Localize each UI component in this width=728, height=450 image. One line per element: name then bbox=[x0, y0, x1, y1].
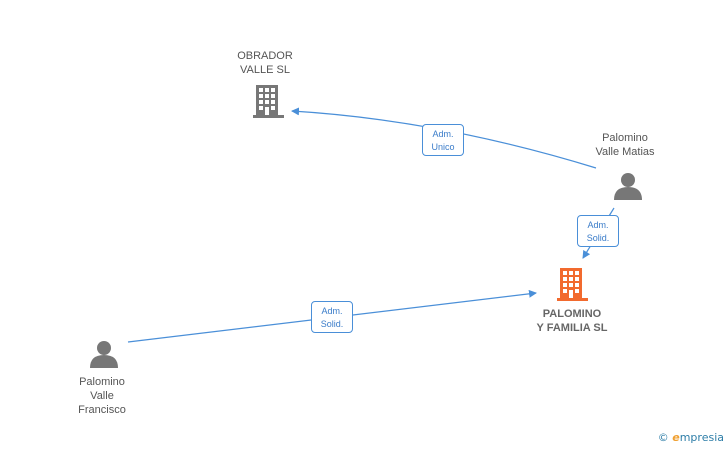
label-line: PALOMINO bbox=[542, 308, 602, 320]
person-label-palomino-valle-matias[interactable]: Palomino Valle Matias bbox=[580, 131, 670, 159]
badge-line: Adm. bbox=[587, 220, 609, 230]
building-icon[interactable] bbox=[557, 268, 588, 301]
label-line: Palomino bbox=[602, 132, 648, 144]
edge-badge-adm-unico[interactable]: Adm. Unico bbox=[422, 124, 464, 156]
label-line: Francisco bbox=[78, 404, 126, 416]
badge-line: Adm. bbox=[321, 306, 343, 316]
badge-line: Unico bbox=[431, 142, 455, 152]
badge-line: Adm. bbox=[432, 129, 454, 139]
label-line: OBRADOR bbox=[237, 50, 293, 62]
person-icon[interactable] bbox=[90, 341, 118, 368]
building-icon[interactable] bbox=[253, 85, 284, 118]
label-line: Y FAMILIA SL bbox=[536, 322, 608, 334]
brand-initial: e bbox=[672, 431, 680, 444]
person-label-palomino-valle-francisco[interactable]: Palomino Valle Francisco bbox=[62, 375, 142, 417]
copyright-symbol: © bbox=[657, 431, 669, 444]
label-line: Valle bbox=[90, 390, 114, 402]
person-icon[interactable] bbox=[614, 173, 642, 200]
label-line: Palomino bbox=[79, 376, 125, 388]
edge-badge-adm-solid[interactable]: Adm. Solid. bbox=[311, 301, 353, 333]
label-line: Valle Matias bbox=[595, 146, 655, 158]
edge-badge-adm-solid[interactable]: Adm. Solid. bbox=[577, 215, 619, 247]
company-label-obrador-valle-sl[interactable]: OBRADOR VALLE SL bbox=[225, 49, 305, 77]
badge-line: Solid. bbox=[320, 319, 344, 329]
company-label-palomino-y-familia-sl[interactable]: PALOMINO Y FAMILIA SL bbox=[522, 307, 622, 335]
badge-line: Solid. bbox=[586, 233, 610, 243]
brand-name: mpresia bbox=[679, 431, 724, 444]
label-line: VALLE SL bbox=[240, 64, 290, 76]
empresia-logo: © empresia bbox=[658, 431, 724, 444]
